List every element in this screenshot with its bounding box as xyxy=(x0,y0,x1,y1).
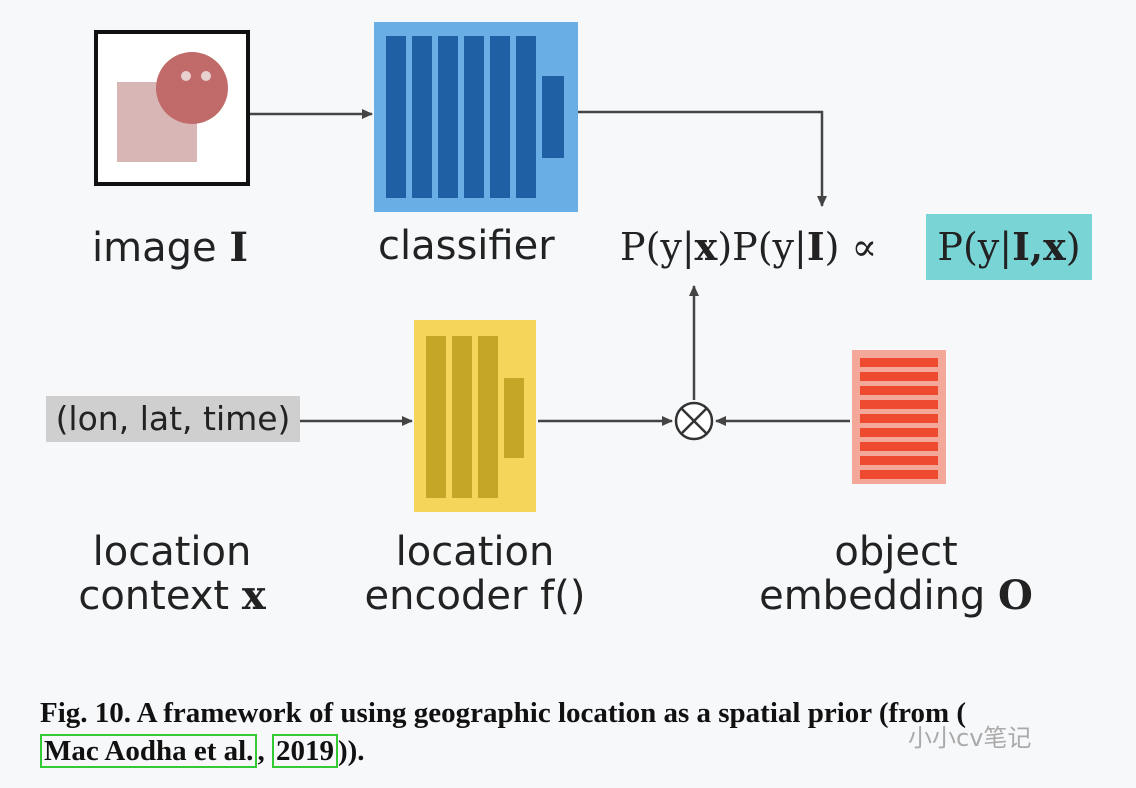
image-icon xyxy=(94,30,250,186)
citation-year-link[interactable]: 2019 xyxy=(271,734,338,768)
product-operator-icon xyxy=(674,401,714,441)
object-embedding-block xyxy=(852,350,946,484)
location-input-box: (lon, lat, time) xyxy=(46,396,300,442)
classifier-label: classifier xyxy=(378,223,555,269)
posterior-box: P(y|I,x) xyxy=(926,214,1092,280)
proportional-symbol: ∝ xyxy=(851,225,878,269)
image-label: image I xyxy=(92,224,249,271)
classifier-block xyxy=(374,22,578,212)
location-encoder-block xyxy=(414,320,536,512)
object-embedding-label: object embedding O xyxy=(759,529,1033,619)
location-context-label: location context x xyxy=(78,529,266,619)
location-encoder-label: location encoder f() xyxy=(364,529,586,619)
figure-caption: Fig. 10. A framework of using geographic… xyxy=(40,697,967,768)
watermark: 小小cv笔记 xyxy=(908,724,1032,752)
citation-authors-link[interactable]: Mac Aodha et al. xyxy=(40,734,258,768)
arrow-classifier-to-formula xyxy=(578,110,827,207)
likelihood-formula: P(y|x)P(y|I) ∝ xyxy=(620,224,878,269)
